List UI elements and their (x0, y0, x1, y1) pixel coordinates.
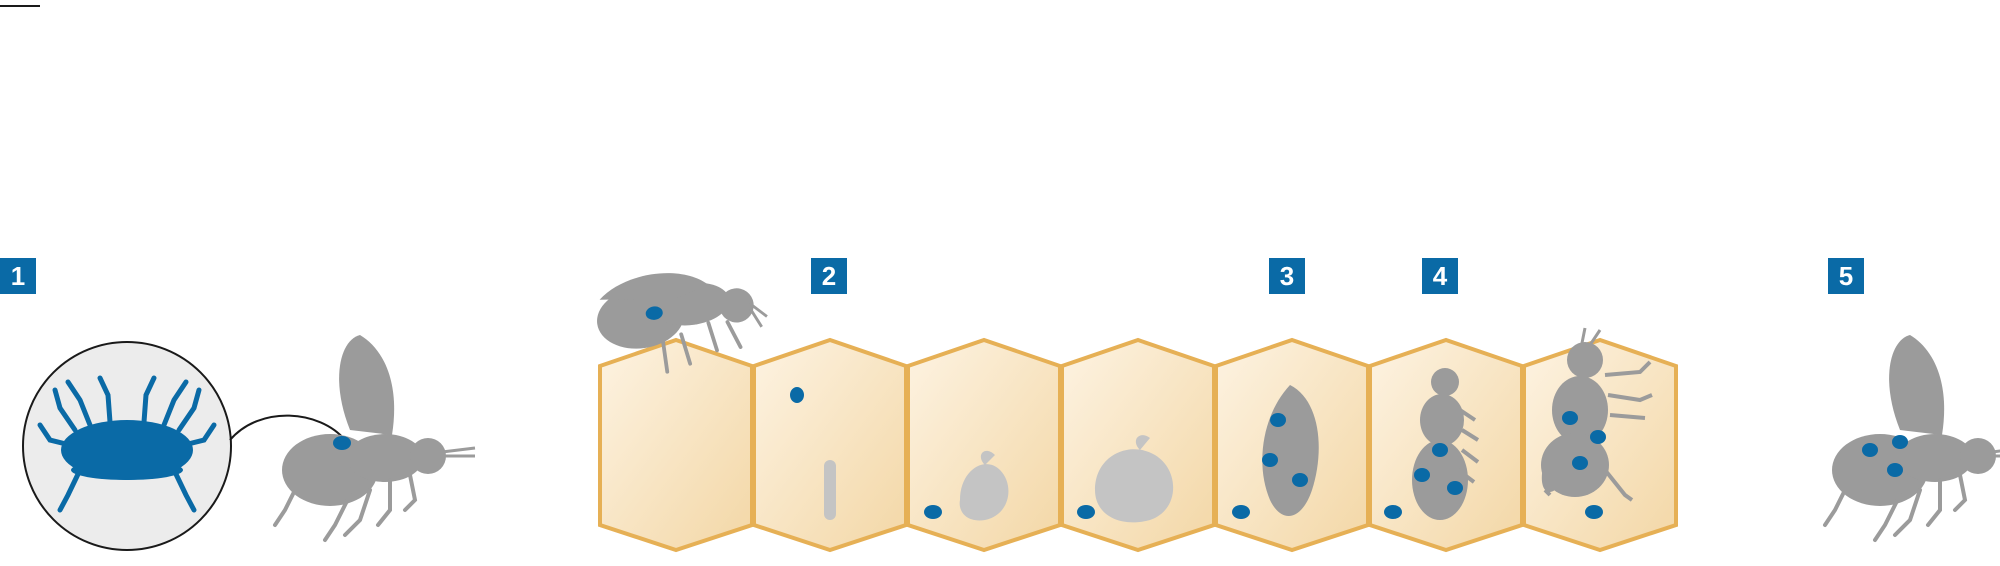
mite-dot-icon (1862, 443, 1878, 457)
mite-dot-icon (1432, 443, 1448, 457)
mite-dot-icon (1292, 473, 1308, 487)
pupa-icon (1412, 368, 1480, 520)
step-badge-4: 4 (1422, 258, 1458, 294)
mite-dot-icon (1892, 435, 1908, 449)
varroa-mite-icon (37, 375, 217, 513)
cell-1 (598, 337, 754, 553)
mite-dot-icon (1887, 463, 1903, 477)
step-badge-1: 1 (0, 258, 36, 294)
mite-dot-icon (1562, 411, 1578, 425)
mite-dot-icon (1447, 481, 1463, 495)
mite-dot-icon (1572, 456, 1588, 470)
magnifier-pointer (229, 414, 346, 441)
step-badge-5: 5 (1828, 258, 1864, 294)
step-badge-2: 2 (811, 258, 847, 294)
step-badge-3: 3 (1269, 258, 1305, 294)
mite-dot-icon (1590, 430, 1606, 444)
mite-dot-icon (1414, 468, 1430, 482)
honeybee-icon (273, 333, 477, 542)
mite-dot-icon (1585, 505, 1603, 519)
larva-icon (959, 450, 1009, 521)
nurse-bee-icon (597, 273, 768, 374)
mite-dot-icon (1270, 413, 1286, 427)
emerging-bee-icon (1541, 327, 1653, 502)
mite-dot-icon (1077, 505, 1095, 519)
mite-dot-icon (645, 306, 663, 320)
infested-bee-icon (1823, 333, 2000, 542)
larva-icon (1095, 435, 1174, 523)
mite-dot-icon (1262, 453, 1278, 467)
mite-dot-icon (924, 505, 942, 519)
mite-dot-icon (1384, 505, 1402, 519)
egg-icon (824, 460, 836, 520)
mite-dot-icon (333, 436, 351, 450)
mite-dot-icon (1232, 505, 1250, 519)
mite-dot-icon (790, 387, 804, 403)
